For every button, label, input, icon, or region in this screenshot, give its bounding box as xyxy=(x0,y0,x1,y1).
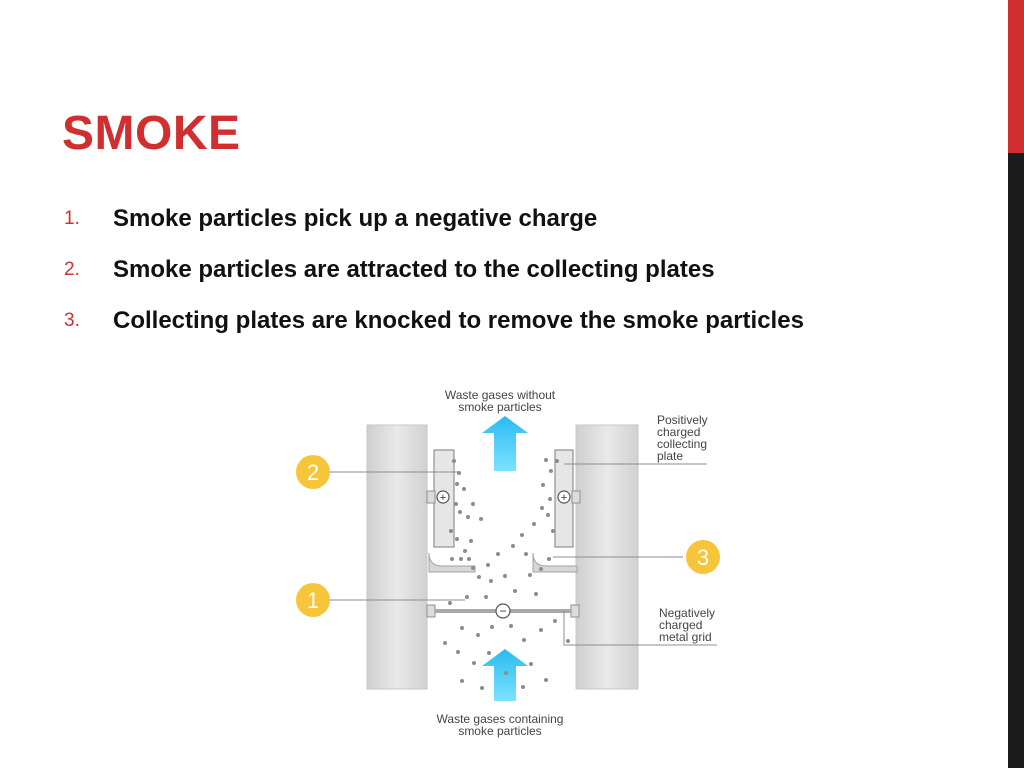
bullet-list: 1. Smoke particles pick up a negative ch… xyxy=(64,202,884,355)
right-plate-connector xyxy=(571,490,581,504)
marker-2-icon xyxy=(296,455,330,489)
left-plus-circle-icon xyxy=(436,490,450,504)
left-plate-connector xyxy=(426,490,436,504)
bullet-item-2: 2. Smoke particles are attracted to the … xyxy=(64,253,884,286)
positive-label-line-4: plate xyxy=(657,449,683,463)
bottom-intake-arrow-icon xyxy=(482,649,528,701)
left-grid-connector xyxy=(426,604,436,618)
bottom-label-line-2: smoke particles xyxy=(458,724,541,738)
diagram-svg: + + − xyxy=(296,388,720,738)
right-plus-circle-icon xyxy=(557,490,571,504)
positive-label-line-3: collecting xyxy=(657,437,707,451)
marker-2-label: 2 xyxy=(307,460,319,485)
negative-symbol: − xyxy=(499,604,506,618)
bullet-number-3: 3. xyxy=(64,310,80,331)
left-collection-tray xyxy=(428,552,476,573)
electrostatic-precipitator-diagram: + + − xyxy=(285,383,735,748)
top-label-line-1: Waste gases without xyxy=(445,388,556,402)
right-plus-symbol: + xyxy=(561,492,567,504)
right-accent-bar-dark xyxy=(1008,153,1024,768)
bullet-text-3: Collecting plates are knocked to remove … xyxy=(113,307,804,334)
smoke-particles xyxy=(443,458,570,690)
bullet-item-1: 1. Smoke particles pick up a negative ch… xyxy=(64,202,884,235)
bullet-number-1: 1. xyxy=(64,208,80,229)
left-plus-symbol: + xyxy=(440,492,446,504)
positive-label-line-1: Positively xyxy=(657,413,708,427)
right-grid-connector xyxy=(570,604,580,618)
marker-1-label: 1 xyxy=(307,588,319,613)
bullet-text-2: Smoke particles are attracted to the col… xyxy=(113,256,715,283)
negative-label-line-2: charged xyxy=(659,618,702,632)
bullet-text-1: Smoke particles pick up a negative charg… xyxy=(113,205,598,232)
right-collection-tray xyxy=(532,552,578,573)
negative-label-line-3: metal grid xyxy=(659,630,712,644)
negative-circle-icon xyxy=(495,603,511,619)
marker-3-label: 3 xyxy=(697,545,709,570)
bottom-label-line-1: Waste gases containing xyxy=(437,712,564,726)
left-outer-plate xyxy=(366,424,428,690)
bullet-number-2: 2. xyxy=(64,259,80,280)
marker-1-icon xyxy=(296,583,330,617)
slide-title: SMOKE xyxy=(62,107,241,160)
right-accent-bar-red xyxy=(1008,0,1024,153)
positive-label-line-2: charged xyxy=(657,425,700,439)
negative-label-line-1: Negatively xyxy=(659,606,715,620)
top-exhaust-arrow-icon xyxy=(482,416,528,471)
bullet-item-3: 3. Collecting plates are knocked to remo… xyxy=(64,304,884,337)
leader-line-negative-grid xyxy=(563,611,717,646)
top-label-line-2: smoke particles xyxy=(458,400,541,414)
marker-3-icon xyxy=(686,540,720,574)
